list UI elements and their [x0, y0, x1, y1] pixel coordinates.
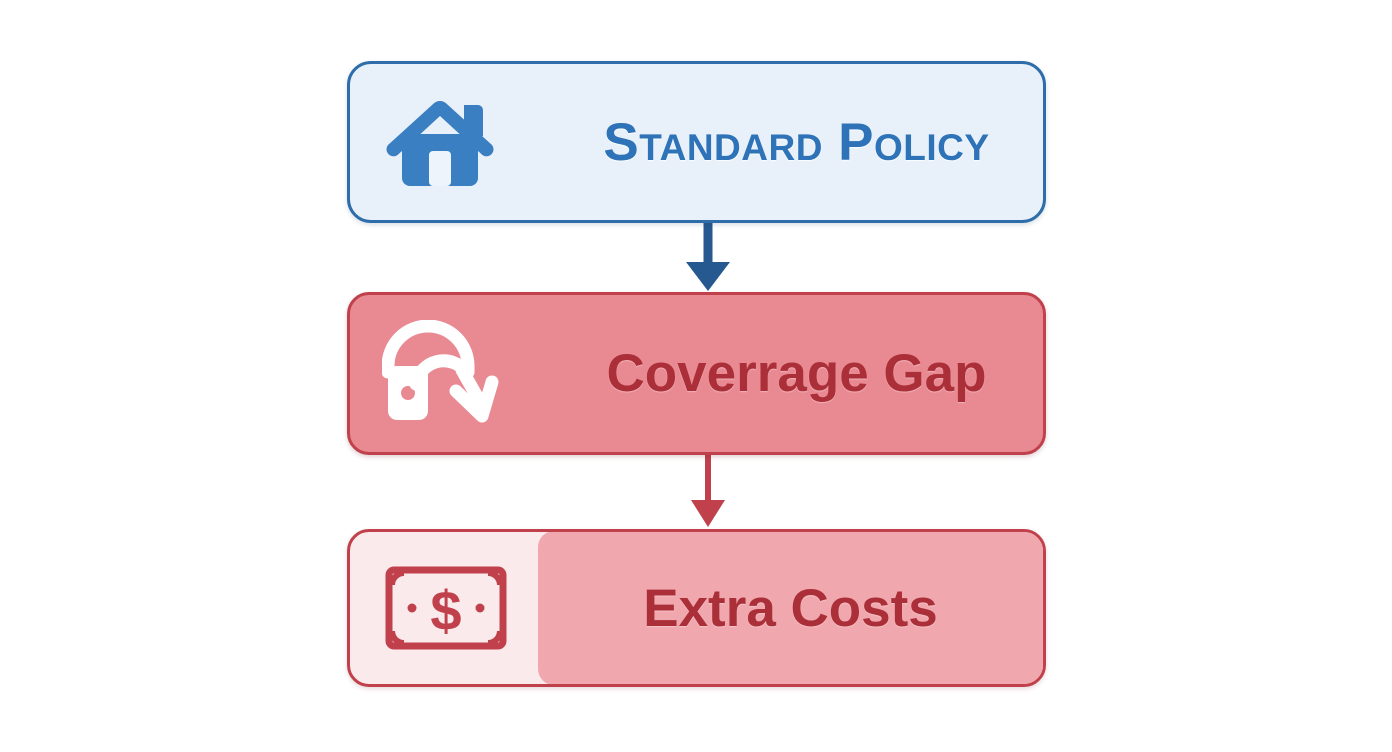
node-fill-highlight: [538, 532, 1043, 684]
open-padlock-arrow-icon: [382, 318, 502, 430]
node-label-extra-costs: Extra Costs: [643, 578, 938, 638]
node-label-standard-policy: Standard Policy: [603, 112, 990, 172]
node-standard-policy[interactable]: Standard Policy: [347, 61, 1046, 223]
node-extra-costs[interactable]: $ Extra Costs: [347, 529, 1046, 687]
banknote-dollar-icon: $: [382, 558, 510, 658]
svg-text:$: $: [430, 579, 461, 642]
node-label-coverage-gap: Coverrage Gap: [606, 344, 987, 403]
house-icon: [386, 86, 498, 198]
node-coverage-gap[interactable]: Coverrage Gap: [347, 292, 1046, 455]
